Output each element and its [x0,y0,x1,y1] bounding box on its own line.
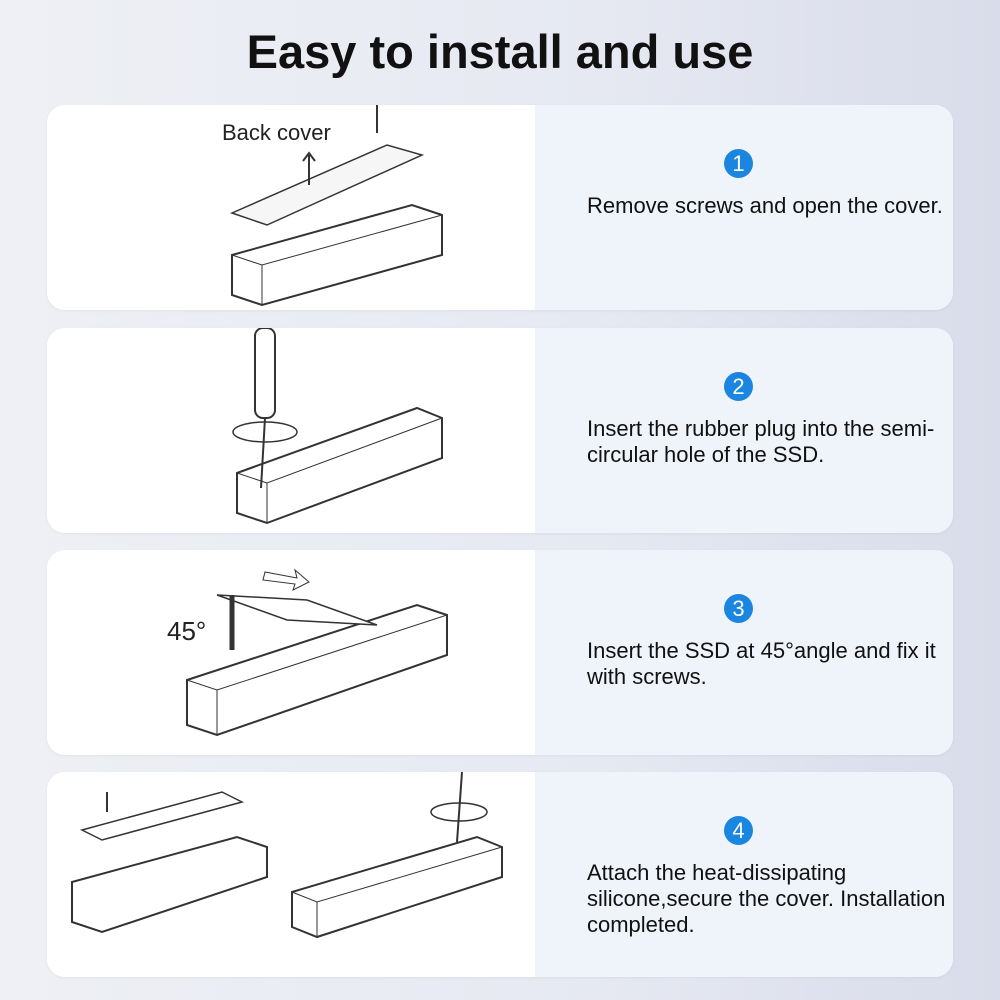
step-1-illustration: Back cover [47,105,535,310]
step-3-illustration: 45° [47,550,535,755]
step-4-card: 4 Attach the heat-dissipating silicone,s… [47,772,953,977]
step-number-badge: 4 [724,816,753,845]
step-4-illustration [47,772,535,977]
step-description: Insert the SSD at 45°angle and fix it wi… [587,638,936,689]
ssd-insert-angle-icon [186,568,448,737]
step-1-card: Back cover 1 Remove screws and open the … [47,105,953,310]
step-number-badge: 2 [724,372,753,401]
page-title: Easy to install and use [246,25,754,78]
step-2-card: 2 Insert the rubber plug into the semi-c… [47,328,953,533]
step-number-badge: 1 [724,149,753,178]
step-description: Insert the rubber plug into the semi-cir… [587,416,935,467]
silicone-and-cover-icon [71,772,503,939]
step-2-illustration [47,328,535,533]
screwdriver-enclosure-icon [232,328,443,525]
step-description: Remove screws and open the cover. [587,193,943,218]
step-description: Attach the heat-dissipating silicone,sec… [587,860,946,937]
back-cover-label: Back cover [222,120,331,145]
angle-label: 45° [167,616,207,646]
step-3-card: 45° 3 Insert the SSD at 45°angle and fix… [47,550,953,755]
enclosure-open-cover-icon [229,105,443,307]
step-number-badge: 3 [724,594,753,623]
